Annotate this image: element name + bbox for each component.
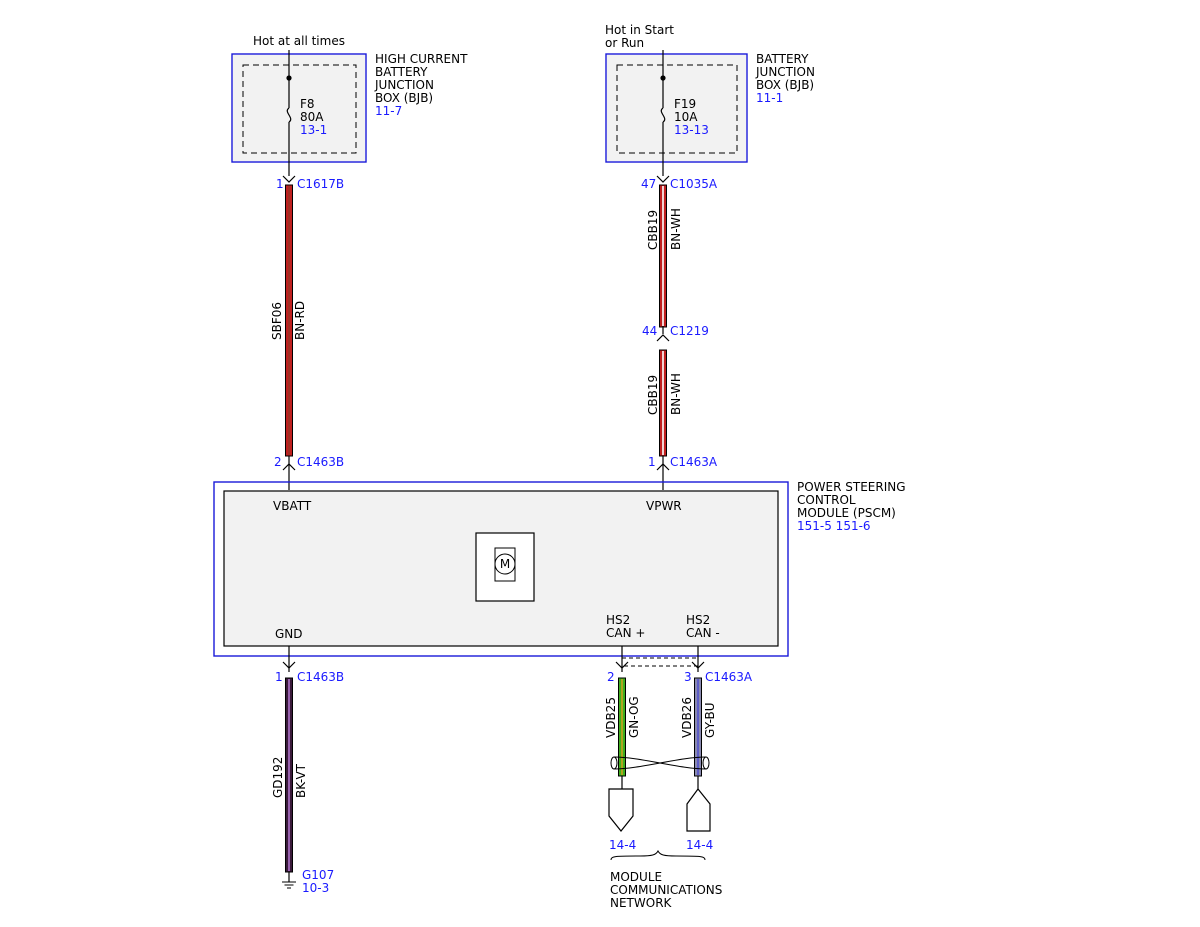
fuse-f8-rating: 80A <box>300 110 324 124</box>
splice-dot <box>660 75 666 81</box>
vpwr-pin: 1 <box>648 455 656 469</box>
connector-c1617b-label[interactable]: C1617B <box>297 177 344 191</box>
can-plus-pin: 2 <box>607 670 615 684</box>
high-current-bjb-title-3: JUNCTION <box>374 78 434 92</box>
high-current-bjb-box <box>231 53 367 163</box>
hot-at-all-times-label: Hot at all times <box>253 34 345 48</box>
connector-c1219-symbol <box>656 334 670 342</box>
circuit-gd192: GD192 <box>271 757 285 798</box>
wire-color-gy-bu: GY-BU <box>703 702 717 738</box>
circuit-vdb25: VDB25 <box>604 697 618 738</box>
ground-g107[interactable]: G107 <box>302 868 334 882</box>
hot-in-start-label-1: Hot in Start <box>605 23 674 37</box>
connector-c1219-pin: 44 <box>642 324 657 338</box>
bjb-ref[interactable]: 11-1 <box>756 91 783 105</box>
connector-c1035a-pin: 47 <box>641 177 656 191</box>
wire-color-bn-wh-lower: BN-WH <box>669 373 683 415</box>
connector-c1035a-symbol <box>656 175 670 183</box>
connector-c1617b-pin: 1 <box>276 177 284 191</box>
hot-in-start-label-2: or Run <box>605 36 644 50</box>
connector-shared-dash <box>621 657 699 667</box>
wire-color-gn-og: GN-OG <box>627 696 641 738</box>
connector-c1617b-symbol <box>282 175 296 183</box>
fuse-f8-name: F8 <box>300 97 315 111</box>
pscm-title-2: CONTROL <box>797 493 856 507</box>
connector-c1219-label[interactable]: C1219 <box>670 324 709 338</box>
vbatt-pin: 2 <box>274 455 282 469</box>
connector-c1463b-gnd-symbol <box>282 661 296 669</box>
vpwr-label: VPWR <box>646 499 682 513</box>
can-minus-label-1: HS2 <box>686 613 710 627</box>
high-current-bjb-title-2: BATTERY <box>375 65 428 79</box>
vbatt-label: VBATT <box>273 499 312 513</box>
pscm-module-box <box>213 481 789 657</box>
high-current-bjb-title-4: BOX (BJB) <box>375 91 433 105</box>
wire-color-bn-rd: BN-RD <box>293 301 307 340</box>
can-minus-ref[interactable]: 14-4 <box>686 838 713 852</box>
can-connector[interactable]: C1463A <box>705 670 753 684</box>
can-plus-label-1: HS2 <box>606 613 630 627</box>
circuit-sbf06: SBF06 <box>270 302 284 340</box>
high-current-bjb-title-1: HIGH CURRENT <box>375 52 468 66</box>
network-label-1: MODULE <box>610 870 662 884</box>
can-plus-label-2: CAN + <box>606 626 645 640</box>
can-minus-pin: 3 <box>684 670 692 684</box>
pscm-ref[interactable]: 151-5 151-6 <box>797 519 871 533</box>
connector-can-minus-symbol <box>691 661 705 669</box>
high-current-bjb-ref[interactable]: 11-7 <box>375 104 402 118</box>
offpage-out-arrow-icon[interactable] <box>608 788 634 832</box>
fuse-f19-name: F19 <box>674 97 696 111</box>
network-label-2: COMMUNICATIONS <box>610 883 722 897</box>
fuse-f8-ref[interactable]: 13-1 <box>300 123 327 137</box>
vpwr-connector[interactable]: C1463A <box>670 455 718 469</box>
gnd-pin: 1 <box>275 670 283 684</box>
motor-symbol-letter: M <box>500 557 510 571</box>
gnd-connector[interactable]: C1463B <box>297 670 344 684</box>
bjb-title-2: JUNCTION <box>755 65 815 79</box>
ground-ref[interactable]: 10-3 <box>302 881 329 895</box>
connector-c1035a-label[interactable]: C1035A <box>670 177 718 191</box>
fuse-f19-ref[interactable]: 13-13 <box>674 123 709 137</box>
circuit-cbb19-upper: CBB19 <box>646 210 660 250</box>
connector-can-plus-symbol <box>615 661 629 669</box>
wire-color-bk-vt: BK-VT <box>294 763 308 798</box>
fuse-f8-symbol <box>286 107 292 123</box>
pscm-title-1: POWER STEERING <box>797 480 906 494</box>
can-minus-label-2: CAN - <box>686 626 720 640</box>
network-brace <box>610 849 706 861</box>
network-label-3: NETWORK <box>610 896 673 910</box>
offpage-in-arrow-icon[interactable] <box>686 788 711 832</box>
circuit-cbb19-lower: CBB19 <box>646 375 660 415</box>
vbatt-connector[interactable]: C1463B <box>297 455 344 469</box>
splice-dot <box>286 75 292 81</box>
fuse-f19-rating: 10A <box>674 110 698 124</box>
bjb-title-3: BOX (BJB) <box>756 78 814 92</box>
bjb-title-1: BATTERY <box>756 52 809 66</box>
fuse-f19-symbol <box>660 107 666 123</box>
bjb-box <box>605 53 748 163</box>
wire-color-bn-wh-upper: BN-WH <box>669 208 683 250</box>
gnd-label: GND <box>275 627 303 641</box>
can-plus-ref[interactable]: 14-4 <box>609 838 636 852</box>
circuit-vdb26: VDB26 <box>680 697 694 738</box>
pscm-title-3: MODULE (PSCM) <box>797 506 896 520</box>
